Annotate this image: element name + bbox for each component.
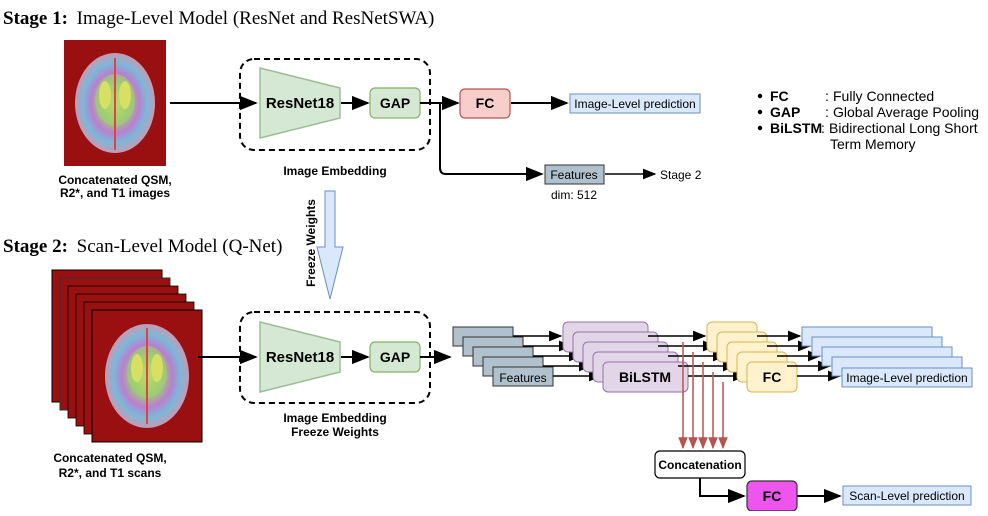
stage2-input-scans bbox=[51, 269, 203, 443]
stage1-features-box bbox=[544, 164, 605, 185]
stage2-input-label-line1: Concatenated QSM, bbox=[53, 451, 166, 465]
stage2-bilstm-stack bbox=[562, 321, 689, 393]
stage1-resnet-block bbox=[259, 67, 341, 139]
freeze-weights-label: Freeze Weights bbox=[304, 199, 318, 287]
legend: FC : Fully Connected GAP : Global Averag… bbox=[757, 88, 979, 152]
stage2-resnet-block bbox=[259, 321, 341, 393]
stage1-to-stage2-label: Stage 2 bbox=[660, 168, 702, 182]
stage2-input-label-line2: R2*, and T1 scans bbox=[59, 466, 162, 480]
stage1-title: Stage 1: Image-Level Model (ResNet and R… bbox=[3, 8, 434, 29]
arrows-bilstm-to-concatenation bbox=[678, 342, 728, 450]
legend-desc-gap: Global Average Pooling bbox=[833, 104, 979, 120]
legend-desc-bilstm-cont: Term Memory bbox=[830, 136, 916, 152]
stage2-features-label: Features bbox=[499, 371, 546, 385]
arrow-concat-to-fc bbox=[699, 478, 746, 504]
legend-sep-gap: : bbox=[825, 104, 829, 120]
stage1-fc-label: FC bbox=[476, 95, 495, 111]
stage2-embedding-label-line2: Freeze Weights bbox=[291, 425, 379, 439]
stage2-resnet-label: ResNet18 bbox=[266, 349, 334, 366]
stage2-fc-label: FC bbox=[763, 369, 782, 385]
stage1-prediction-label: Image-Level prediction bbox=[574, 97, 695, 111]
stage2-features-stack bbox=[452, 326, 554, 387]
arrow-gap-to-features bbox=[439, 103, 544, 182]
legend-desc-bilstm: Bidirectional Long Short bbox=[829, 120, 978, 136]
legend-sep-bilstm: : bbox=[821, 120, 825, 136]
stage2-final-fc-label: FC bbox=[763, 488, 782, 504]
scan-prediction-box bbox=[842, 485, 972, 506]
stage1-prediction-box bbox=[569, 93, 701, 114]
stage2-image-prediction-label: Image-Level prediction bbox=[846, 371, 967, 385]
stage1-input-label-line2: R2*, and T1 images bbox=[60, 186, 170, 200]
stage2-fc-stack bbox=[706, 321, 798, 393]
stage1-input-label-line1: Concatenated QSM, bbox=[58, 173, 171, 187]
stage2-bilstm-label: BiLSTM bbox=[619, 369, 671, 385]
scan-prediction-label: Scan-Level prediction bbox=[849, 489, 964, 503]
arrows-bilstm-to-fc bbox=[648, 330, 747, 382]
stage1-resnet-label: ResNet18 bbox=[266, 95, 334, 112]
stage1-embedding-label: Image Embedding bbox=[283, 164, 386, 178]
stage1-embedding-box bbox=[239, 58, 431, 151]
stage1-gap-label: GAP bbox=[380, 95, 410, 111]
stage1-features-label: Features bbox=[550, 168, 597, 182]
stage2-image-prediction-stack bbox=[801, 326, 973, 388]
legend-desc-fc: Fully Connected bbox=[833, 88, 934, 104]
concatenation-label: Concatenation bbox=[658, 458, 741, 472]
stage1-fc-block bbox=[459, 88, 511, 119]
stage2-gap-label: GAP bbox=[380, 349, 410, 365]
stage1-input-image bbox=[64, 40, 166, 166]
stage2-title: Stage 2: Scan-Level Model (Q-Net) bbox=[3, 236, 282, 257]
legend-key-bilstm: BiLSTM bbox=[770, 120, 822, 136]
stage1-features-dim: dim: 512 bbox=[551, 188, 597, 202]
stage2-embedding-label-line1: Image Embedding bbox=[283, 411, 386, 425]
freeze-weights-arrow bbox=[316, 190, 344, 300]
legend-key-fc: FC bbox=[770, 88, 789, 104]
legend-sep-fc: : bbox=[825, 88, 829, 104]
legend-key-gap: GAP bbox=[770, 104, 800, 120]
